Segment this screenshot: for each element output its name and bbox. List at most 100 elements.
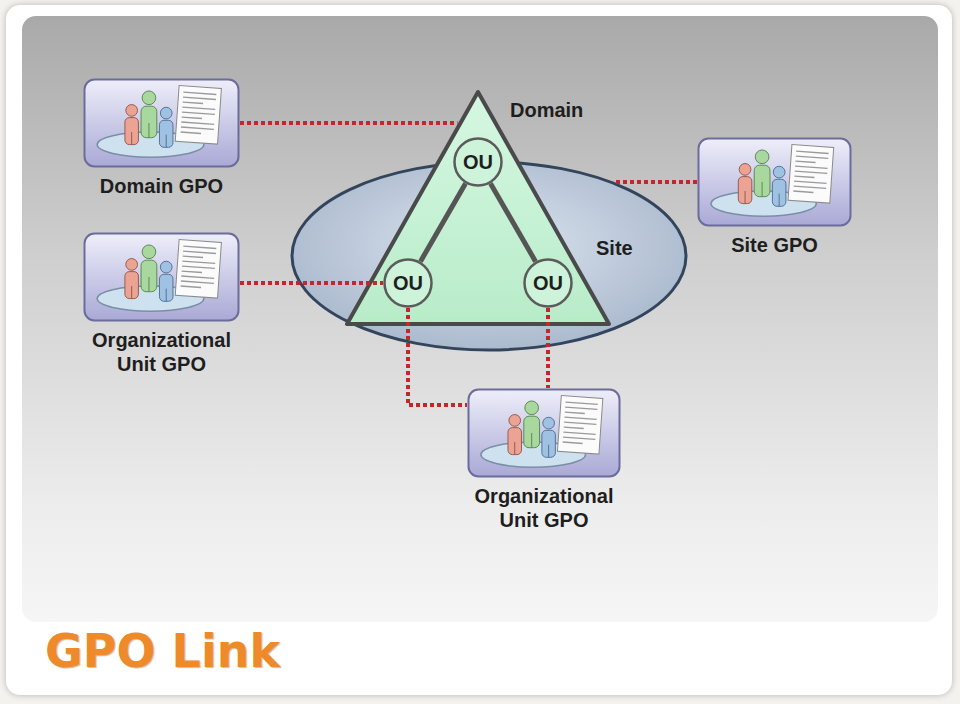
ou-outline bbox=[455, 139, 502, 186]
gpo-icon bbox=[467, 388, 621, 478]
gpo-label: Site GPO bbox=[690, 233, 860, 257]
document-line bbox=[563, 437, 595, 439]
document-sheet bbox=[175, 240, 221, 299]
label-holder: Domain bbox=[510, 98, 583, 122]
document-line bbox=[182, 107, 215, 109]
person-head bbox=[160, 107, 172, 119]
document-line bbox=[181, 281, 214, 283]
person-legs bbox=[148, 277, 149, 292]
label-holder: Site bbox=[596, 236, 633, 260]
person-legs bbox=[131, 132, 132, 145]
icon-document bbox=[788, 145, 834, 204]
person-head bbox=[142, 91, 156, 105]
gpo-label: Organizational Unit GPO bbox=[77, 328, 247, 376]
person-body bbox=[141, 260, 157, 292]
gpo-icon-box bbox=[83, 78, 240, 168]
ou-label: OU bbox=[393, 271, 423, 295]
ou-label: OU bbox=[533, 271, 563, 295]
document-sheet bbox=[557, 396, 602, 455]
person-head bbox=[773, 166, 785, 178]
gpo-label: Organizational Unit GPO bbox=[459, 484, 629, 532]
document-line bbox=[563, 442, 583, 443]
person-legs bbox=[166, 289, 167, 302]
document-line bbox=[183, 97, 216, 99]
person-head bbox=[142, 245, 156, 259]
gpo-link-line bbox=[240, 281, 383, 285]
gpo-link-line bbox=[240, 121, 458, 125]
document-line bbox=[181, 286, 201, 287]
person-head bbox=[509, 415, 521, 427]
document-line bbox=[183, 246, 216, 248]
person-body bbox=[524, 416, 540, 448]
document-line bbox=[181, 127, 214, 129]
person-legs bbox=[531, 433, 532, 448]
document-line bbox=[182, 261, 215, 263]
document-line bbox=[183, 92, 216, 94]
icon-frame bbox=[85, 234, 239, 321]
person-body bbox=[754, 165, 770, 197]
title-holder: GPO Link bbox=[45, 624, 280, 679]
document-line bbox=[181, 276, 214, 278]
document-line bbox=[566, 402, 598, 404]
document-line bbox=[565, 412, 585, 413]
document-line bbox=[565, 407, 597, 409]
gpo-node: Domain GPO bbox=[83, 78, 240, 198]
gpo-label-holder: Site GPO bbox=[690, 233, 860, 257]
gpo-node: Site GPO bbox=[697, 137, 852, 257]
icon-document bbox=[175, 86, 221, 145]
gpo-icon bbox=[697, 137, 852, 227]
circle-node: OU bbox=[523, 258, 573, 308]
domain-triangle bbox=[343, 88, 613, 328]
circle-node: OU bbox=[383, 258, 433, 308]
document-line bbox=[564, 417, 596, 419]
tri-node: DomainOU OU OU bbox=[343, 88, 613, 328]
gpo-label: Domain GPO bbox=[77, 174, 247, 198]
person-body bbox=[772, 179, 786, 206]
person-legs bbox=[131, 286, 132, 299]
gpo-link-line bbox=[614, 180, 697, 184]
document-line bbox=[793, 191, 813, 192]
person-legs bbox=[166, 135, 167, 148]
document-line bbox=[795, 161, 815, 162]
person-legs bbox=[762, 182, 763, 197]
icon-frame bbox=[85, 80, 239, 167]
document-line bbox=[794, 181, 826, 183]
icon-document bbox=[557, 396, 602, 455]
person-legs bbox=[779, 194, 780, 207]
person-body bbox=[141, 106, 157, 138]
document-line bbox=[795, 171, 827, 173]
gpo-label-holder: Organizational Unit GPO bbox=[459, 484, 629, 532]
person-body bbox=[159, 274, 173, 301]
document-line bbox=[182, 112, 215, 114]
ou-outline bbox=[385, 260, 432, 307]
gpo-icon-box bbox=[697, 137, 852, 227]
ou-outline bbox=[525, 260, 572, 307]
gpo-label-holder: Domain GPO bbox=[77, 174, 247, 198]
ou-label: OU bbox=[463, 150, 493, 174]
triangle-outline bbox=[347, 92, 609, 324]
gpo-label-holder: Organizational Unit GPO bbox=[77, 328, 247, 376]
document-sheet bbox=[788, 145, 834, 204]
person-body bbox=[125, 118, 139, 145]
gpo-icon bbox=[83, 78, 240, 168]
person-head bbox=[525, 401, 539, 415]
document-line bbox=[181, 122, 214, 124]
document-line bbox=[796, 151, 828, 153]
icon-document bbox=[175, 240, 221, 299]
document-line bbox=[564, 422, 596, 424]
gpo-icon bbox=[83, 232, 240, 322]
document-line bbox=[794, 186, 826, 188]
site-label: Site bbox=[596, 236, 633, 260]
document-line bbox=[563, 432, 595, 434]
person-body bbox=[159, 120, 173, 147]
document-line bbox=[183, 102, 203, 103]
document-line bbox=[796, 156, 828, 158]
gpo-icon-box bbox=[83, 232, 240, 322]
person-head bbox=[543, 417, 555, 429]
person-legs bbox=[548, 445, 549, 458]
document-line bbox=[181, 132, 201, 133]
document-line bbox=[795, 166, 827, 168]
document-line bbox=[182, 117, 202, 118]
document-line bbox=[182, 271, 202, 272]
